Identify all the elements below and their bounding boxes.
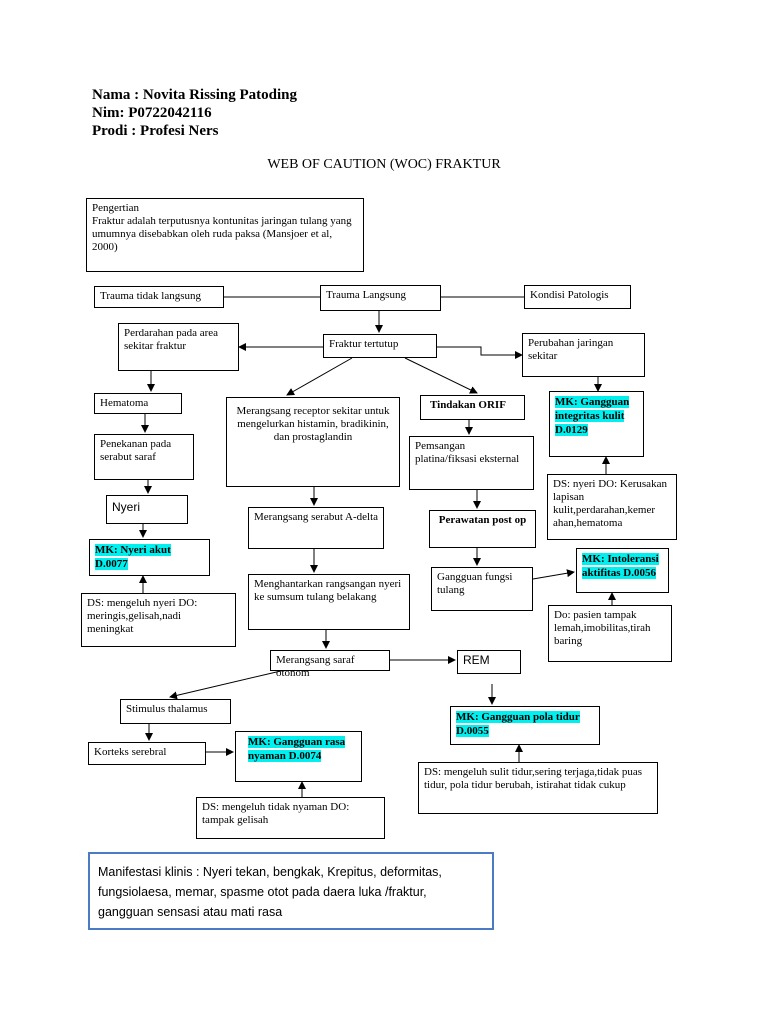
mk-gangguan-pola-tidur: MK: Gangguan pola tidur D.0055 (450, 706, 600, 745)
mk-intoleransi-aktifitas: MK: Intoleransi aktifitas D.0056 (576, 548, 669, 593)
student-name: Nama : Novita Rissing Patoding (92, 87, 298, 103)
node-perawatan-post-op: Perawatan post op (429, 510, 536, 548)
pengertian-title: Pengertian (92, 202, 140, 214)
mk-rasa-nyaman-label: MK: Gangguan rasa nyaman D.0074 (248, 736, 346, 762)
student-nim: Nim: P0722042116 (92, 105, 212, 121)
node-korteks-serebral: Korteks serebral (88, 742, 206, 765)
node-penekanan: Penekanan pada serabut saraf (94, 434, 194, 480)
mk-intoleransi-label: MK: Intoleransi aktifitas D.0056 (582, 553, 659, 579)
ds-do-nyaman: DS: mengeluh tidak nyaman DO: tampak gel… (196, 797, 385, 839)
node-nyeri: Nyeri (106, 495, 188, 524)
manifestasi-klinis-box: Manifestasi klinis : Nyeri tekan, bengka… (88, 852, 494, 930)
node-pemsangan: Pemsangan platina/fiksasi eksternal (409, 436, 534, 490)
node-fraktur-tertutup: Fraktur tertutup (323, 334, 437, 358)
node-kondisi-patologis: Kondisi Patologis (524, 285, 631, 309)
pengertian-text: Fraktur adalah terputusnya kontunitas ja… (92, 215, 352, 253)
ds-do-integritas: DS: nyeri DO: Kerusakan lapisan kulit,pe… (547, 474, 677, 540)
node-merangsang-saraf-otonom: Merangsang saraf otonom (270, 650, 390, 679)
mk-gangguan-rasa-nyaman: MK: Gangguan rasa nyaman D.0074 (235, 731, 362, 782)
do-intoleransi: Do: pasien tampak lemah,imobilitas,tirah… (548, 605, 672, 662)
node-rem: REM (457, 650, 521, 674)
node-trauma-langsung: Trauma Langsung (320, 285, 441, 311)
pengertian-box: Pengertian Fraktur adalah terputusnya ko… (86, 198, 364, 272)
node-perdarahan: Perdarahan pada area sekitar fraktur (118, 323, 239, 371)
node-menghantarkan: Menghantarkan rangsangan nyeri ke sumsum… (248, 574, 410, 630)
page-title: WEB OF CAUTION (WOC) FRAKTUR (267, 157, 501, 172)
node-trauma-tidak-langsung: Trauma tidak langsung (94, 286, 224, 308)
node-merangsang-serabut: Merangsang serabut A-delta (248, 507, 384, 549)
mk-nyeri-akut-label: MK: Nyeri akut D.0077 (95, 544, 171, 570)
node-hematoma: Hematoma (94, 393, 182, 414)
mk-integritas-label: MK: Gangguan integritas kulit D.0129 (555, 396, 630, 436)
mk-pola-tidur-label: MK: Gangguan pola tidur D.0055 (456, 711, 580, 737)
ds-do-nyeri: DS: mengeluh nyeri DO: meringis,gelisah,… (81, 593, 236, 647)
node-merangsang-reseptor: Merangsang receptor sekitar untuk mengel… (226, 397, 400, 487)
ds-do-tidur: DS: mengeluh sulit tidur,sering terjaga,… (418, 762, 658, 814)
mk-nyeri-akut: MK: Nyeri akut D.0077 (89, 539, 210, 576)
student-prodi: Prodi : Profesi Ners (92, 123, 219, 139)
node-tindakan-orif: Tindakan ORIF (420, 395, 525, 420)
mk-gangguan-integritas-kulit: MK: Gangguan integritas kulit D.0129 (549, 391, 644, 457)
node-perubahan-jaringan: Perubahan jaringan sekitar (522, 333, 645, 377)
node-gangguan-fungsi: Gangguan fungsi tulang (431, 567, 533, 611)
node-stimulus-thalamus: Stimulus thalamus (120, 699, 231, 724)
